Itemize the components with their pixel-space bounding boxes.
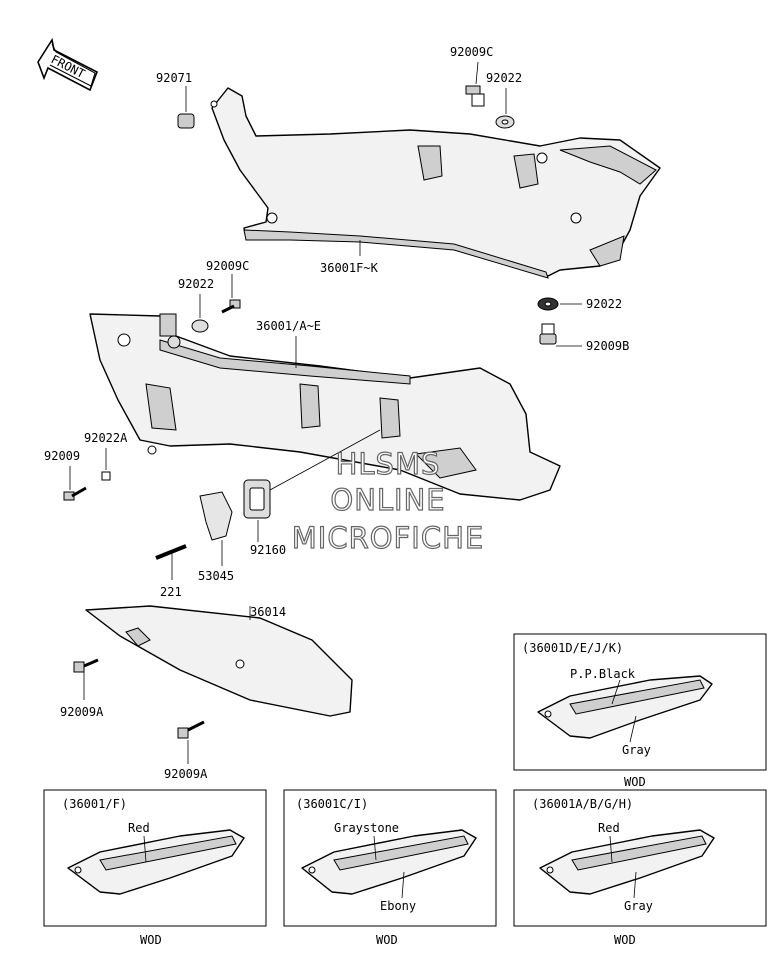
callout-92009c-top: 92009C (450, 45, 493, 59)
callout-53045: 53045 (198, 569, 234, 583)
clip-53045-icon (199, 491, 233, 541)
fairing-36014 (85, 605, 353, 717)
callout-36001-a-e: 36001/A~E (256, 319, 321, 333)
bolt-92009a-2-icon (177, 720, 205, 739)
variant-title: (36001C/I) (296, 797, 368, 811)
variant-color-top: Red (598, 821, 620, 835)
variant-color-top: P.P.Black (570, 667, 636, 681)
nut-92022a-icon (101, 471, 111, 481)
variant-footer: WOD (614, 933, 636, 947)
callout-92009a-1: 92009A (60, 705, 104, 719)
variant-color-top: Red (128, 821, 150, 835)
variant-title: (36001D/E/J/K) (522, 641, 623, 655)
callout-92022-top: 92022 (486, 71, 522, 85)
callout-92071: 92071 (156, 71, 192, 85)
bolt-92009c-mid-icon (221, 299, 241, 314)
callout-36001f-k: 36001F~K (320, 261, 379, 275)
callout-92022a: 92022A (84, 431, 128, 445)
variant-footer: WOD (140, 933, 162, 947)
variant-title: (36001A/B/G/H) (532, 797, 633, 811)
watermark-line-1: HLSMS (336, 447, 441, 481)
variant-color-bottom: Gray (624, 899, 653, 913)
callout-92009b: 92009B (586, 339, 629, 353)
damper-92160-icon (243, 479, 271, 519)
lower-side-cover (89, 313, 561, 501)
callout-92022-right: 92022 (586, 297, 622, 311)
washer-92022-right-icon (537, 297, 559, 311)
variant-color-bottom: Ebony (380, 899, 416, 913)
variant-box-c-i: (36001C/I) Graystone Ebony WOD (283, 789, 497, 947)
watermark: HLSMS ONLINE MICROFICHE (291, 446, 484, 555)
washer-92022-mid-icon (191, 319, 209, 333)
bolt-92009b-icon (539, 323, 557, 345)
front-arrow-icon: FRONT (37, 37, 99, 92)
upper-side-cover (210, 87, 661, 279)
variant-box-d-e-j-k: (36001D/E/J/K) P.P.Black Gray WOD (513, 633, 767, 789)
callout-92009a-2: 92009A (164, 767, 208, 781)
bolt-92009c-top-icon (465, 85, 485, 107)
callout-36014: 36014 (250, 605, 286, 619)
variant-title: (36001/F) (62, 797, 127, 811)
callout-221: 221 (160, 585, 182, 599)
bolt-92009a-1-icon (73, 658, 99, 673)
screw-221-icon (155, 544, 187, 560)
watermark-line-3: MICROFICHE (292, 521, 484, 555)
leader-lines (69, 61, 582, 764)
callout-92009c-mid: 92009C (206, 259, 249, 273)
variant-color-top: Graystone (334, 821, 399, 835)
variant-box-f: (36001/F) Red WOD (43, 789, 267, 947)
watermark-line-2: ONLINE (330, 483, 445, 517)
bolt-92009-icon (63, 486, 87, 501)
callout-92022-mid: 92022 (178, 277, 214, 291)
variant-box-a-b-g-h: (36001A/B/G/H) Red Gray WOD (513, 789, 767, 947)
washer-92022-top-icon (495, 115, 515, 129)
callout-92160: 92160 (250, 543, 286, 557)
variant-color-bottom: Gray (622, 743, 651, 757)
callout-92009: 92009 (44, 449, 80, 463)
variant-footer: WOD (624, 775, 646, 789)
grommet-92071-icon (177, 113, 195, 129)
variant-footer: WOD (376, 933, 398, 947)
